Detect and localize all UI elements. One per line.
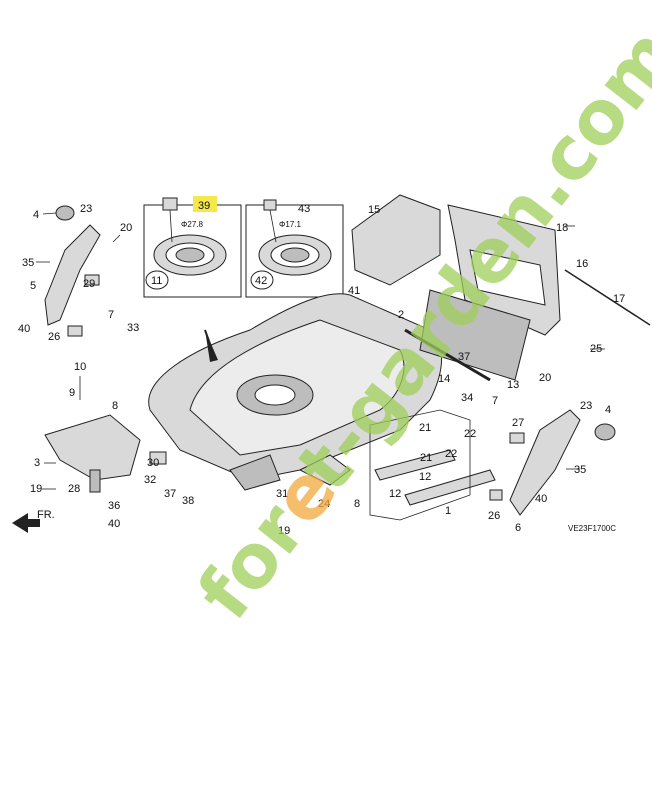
callout-2[interactable]: 2 (398, 309, 404, 321)
callout-4[interactable]: 4 (33, 209, 39, 221)
leader-lines (36, 212, 605, 490)
callout-43[interactable]: 43 (298, 203, 310, 215)
callout-5[interactable]: 5 (30, 280, 36, 292)
callout-4-right[interactable]: 4 (605, 404, 611, 416)
callout-31[interactable]: 31 (276, 488, 288, 500)
callout-39-right[interactable]: 40 (535, 493, 547, 505)
callout-35-right[interactable]: 35 (574, 464, 586, 476)
inset-label-42: 42 (255, 275, 267, 287)
callout-3[interactable]: 3 (34, 457, 40, 469)
callout-21-lower[interactable]: 21 (420, 452, 432, 464)
callout-38[interactable]: 38 (182, 495, 194, 507)
inset-box-42: 42 43 Φ17.1 (245, 199, 344, 298)
callout-34[interactable]: 34 (461, 392, 473, 404)
callout-22-lower[interactable]: 22 (445, 448, 457, 460)
callout-30[interactable]: 30 (147, 457, 159, 469)
callout-14[interactable]: 14 (438, 373, 450, 385)
callout-19-lower[interactable]: 19 (278, 525, 290, 537)
callout-23-right[interactable]: 23 (580, 400, 592, 412)
callout-1[interactable]: 1 (445, 505, 451, 517)
callout-26[interactable]: 26 (48, 331, 60, 343)
callout-8[interactable]: 8 (354, 498, 360, 510)
highlight-box (193, 196, 217, 212)
diagram-code: VE23F1700C (568, 524, 616, 533)
callout-6[interactable]: 6 (515, 522, 521, 534)
callout-17[interactable]: 17 (613, 293, 625, 305)
mower-deck (148, 293, 443, 491)
diameter-label-a: Φ27.8 (181, 220, 204, 229)
front-label: FR. (37, 509, 55, 521)
left-bracket (44, 205, 167, 493)
callout-20[interactable]: 20 (120, 222, 132, 234)
callout-40[interactable]: 40 (108, 518, 120, 530)
callout-39-left[interactable]: 40 (18, 323, 30, 335)
grass-bag (351, 194, 651, 382)
callout-12-upper[interactable]: 12 (419, 471, 431, 483)
callout-36[interactable]: 36 (108, 500, 120, 512)
callout-37[interactable]: 37 (458, 351, 470, 363)
callout-24[interactable]: 24 (318, 498, 330, 510)
callout-39-highlighted[interactable]: 39 (198, 200, 210, 212)
watermark: for e t-garden.com (181, 12, 652, 635)
callout-20-right[interactable]: 20 (539, 372, 551, 384)
callout-18[interactable]: 18 (556, 222, 568, 234)
callout-13[interactable]: 13 (507, 379, 519, 391)
callout-labels: 1 2 3 4 5 6 7 8 9 10 12 13 14 15 16 17 1… (22, 203, 625, 534)
link-bars (369, 409, 496, 521)
inset-label-11: 11 (151, 275, 162, 287)
callout-8-left[interactable]: 8 (112, 400, 118, 412)
callout-16[interactable]: 16 (576, 258, 588, 270)
callout-23[interactable]: 23 (80, 203, 92, 215)
callout-7-right[interactable]: 7 (492, 395, 498, 407)
callout-15[interactable]: 15 (368, 204, 380, 216)
callout-35[interactable]: 35 (22, 257, 34, 269)
callout-28[interactable]: 28 (68, 483, 80, 495)
callout-22[interactable]: 22 (464, 428, 476, 440)
callout-33[interactable]: 33 (127, 322, 139, 334)
callout-12[interactable]: 12 (389, 488, 401, 500)
right-bracket (489, 409, 616, 516)
inset-box-11: 11 39 Φ27.8 (143, 196, 242, 298)
callout-19[interactable]: 19 (30, 483, 42, 495)
callout-27[interactable]: 27 (512, 417, 524, 429)
callout-29[interactable]: 29 (83, 278, 95, 290)
callout-10[interactable]: 10 (74, 361, 86, 373)
callout-37-left[interactable]: 37 (164, 488, 176, 500)
callout-21[interactable]: 21 (419, 422, 431, 434)
callout-9[interactable]: 9 (69, 387, 75, 399)
callout-7[interactable]: 7 (108, 309, 114, 321)
front-arrow: FR. (12, 509, 55, 533)
diameter-label-b: Φ17.1 (279, 220, 302, 229)
callout-26-right[interactable]: 26 (488, 510, 500, 522)
callout-32[interactable]: 32 (144, 474, 156, 486)
callout-labels-right: 20 23 4 35 26 37 7 21 22 40 19 12 8 40 (18, 323, 611, 537)
callout-41[interactable]: 41 (348, 285, 360, 297)
